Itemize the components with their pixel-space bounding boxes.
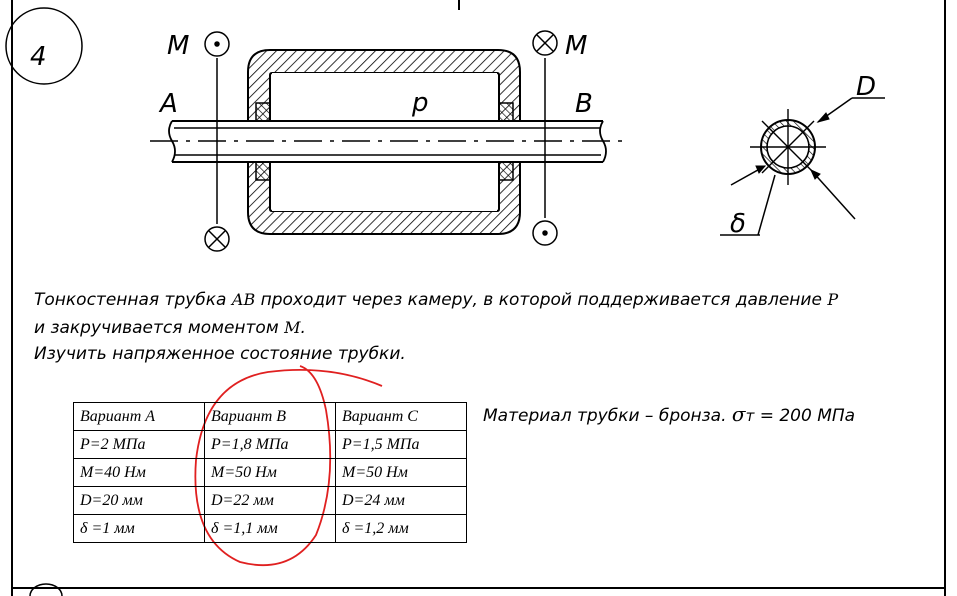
table-cell: δ =1,1 мм <box>204 514 336 543</box>
table-cell: Вариант C <box>335 402 467 431</box>
tube-ab <box>150 120 630 163</box>
table-cell: M=50 Нм <box>204 458 336 487</box>
task-number-badge: 4 <box>5 7 83 85</box>
table-cell: M=40 Нм <box>73 458 205 487</box>
material-line: Материал трубки – бронза. σт = 200 МПа <box>483 402 855 426</box>
table-cell: M=50 Нм <box>335 458 467 487</box>
task-symbol-ab: AB <box>231 290 256 309</box>
task-symbol-p: P <box>827 290 839 309</box>
task-text-segment: . <box>300 318 306 338</box>
table-cell: D=22 мм <box>204 486 336 515</box>
label-moment-right: M <box>565 31 587 61</box>
table-cell: Вариант A <box>73 402 205 431</box>
moment-symbols <box>204 30 558 252</box>
label-end-b: B <box>575 89 593 119</box>
task-number: 4 <box>30 42 47 72</box>
table-cell: D=20 мм <box>73 486 205 515</box>
variants-table: Вариант A Вариант B Вариант C P=2 МПа P=… <box>73 402 467 543</box>
table-cell: P=1,5 МПа <box>335 430 467 459</box>
table-cell: δ =1 мм <box>73 514 205 543</box>
moment-cross-icon <box>532 30 558 56</box>
table-cell: P=1,8 МПа <box>204 430 336 459</box>
table-cell: Вариант B <box>204 402 336 431</box>
moment-cross-icon <box>204 226 230 252</box>
task-text-segment: Тонкостенная трубка <box>34 290 232 310</box>
label-end-a: A <box>158 89 178 119</box>
material-strength-value: = 200 МПа <box>754 406 856 426</box>
table-cell: P=2 МПа <box>73 430 205 459</box>
sigma-symbol: σ <box>731 402 746 426</box>
label-diameter: D <box>856 72 876 102</box>
task-symbol-m: M <box>284 318 301 337</box>
table-cell: D=24 мм <box>335 486 467 515</box>
task-line-1: Тонкостенная трубка AB проходит через ка… <box>34 290 838 310</box>
sigma-subscript: т <box>745 407 755 425</box>
moment-dot-icon <box>204 31 230 57</box>
label-moment-left: M <box>167 31 189 61</box>
page-frame <box>11 0 946 596</box>
table-row: P=2 МПа P=1,8 МПа P=1,5 МПа <box>73 430 467 459</box>
task-text-segment: проходит через камеру, в которой поддерж… <box>255 290 828 310</box>
task-line-2: и закручивается моментом M. <box>34 318 306 338</box>
label-pressure: p <box>411 88 429 118</box>
moment-dot-icon <box>532 220 558 246</box>
table-row: M=40 Нм M=50 Нм M=50 Нм <box>73 458 467 487</box>
label-thickness: δ <box>730 209 746 239</box>
material-prefix: Материал трубки – бронза. <box>483 406 727 426</box>
table-cell: δ =1,2 мм <box>335 514 467 543</box>
table-row: D=20 мм D=22 мм D=24 мм <box>73 486 467 515</box>
task-text-segment: и закручивается моментом <box>34 318 285 338</box>
tube-cross-section <box>720 97 885 236</box>
task-line-3: Изучить напряженное состояние трубки. <box>34 344 406 364</box>
table-row: δ =1 мм δ =1,1 мм δ =1,2 мм <box>73 514 467 543</box>
table-row: Вариант A Вариант B Вариант C <box>73 402 467 431</box>
